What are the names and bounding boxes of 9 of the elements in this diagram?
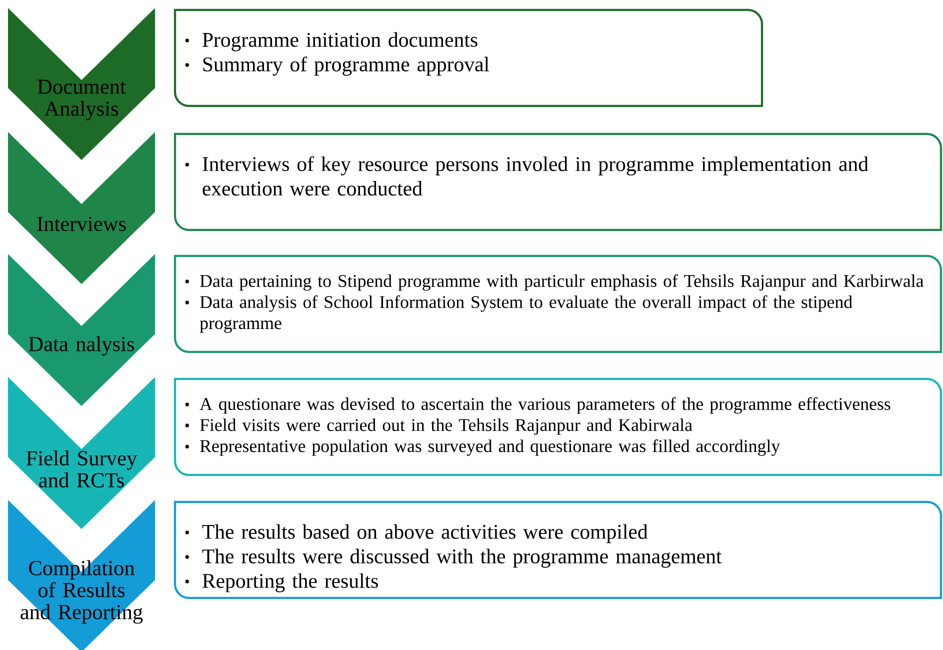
chevron-step: Document Analysis [8,8,155,160]
process-box: Programme initiation documents Summary of programme approval [174,8,764,108]
process-box: Interviews of key resource persons involed in programme implementation and execution were conducted [174,132,942,232]
process-box: The results based on above activities were compiled The results were discussed with the programme management Reporting the results [174,500,942,600]
chevron-step: Interviews [8,132,155,284]
chevron-step: Data nalysis [8,254,155,406]
process-box: Data pertaining to Stipend programme with particulr emphasis of Tehsils Rajanpur and Karbirwala Data analysis of School Information System to evaluate the overall impact of the stipend programme [174,254,942,354]
process-box: A questionare was devised to ascertain the various parameters of the programme effectiveness Field visits were carried out in the Tehsils Rajanpur and Kabirwala Representative population was surveyed and questionare was filled accordingly [174,378,942,476]
chevron-step: Field Survey and RCTs [8,376,155,529]
